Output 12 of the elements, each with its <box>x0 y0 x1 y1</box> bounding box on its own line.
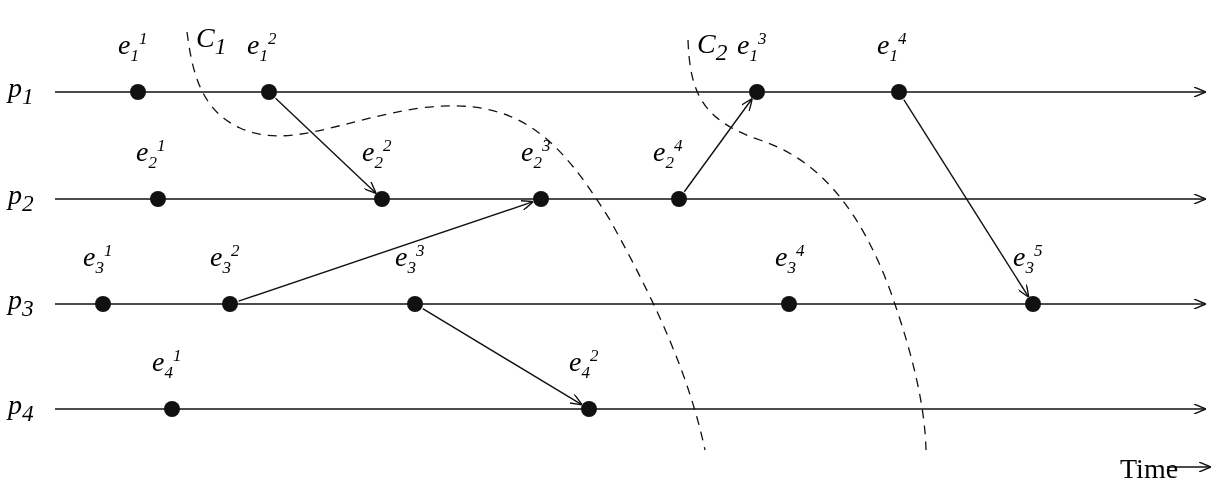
process-label: p$_{4}$ <box>8 391 34 425</box>
cut-label: C$_{2}$ <box>697 30 728 64</box>
message-arrow <box>274 97 377 195</box>
message-arrow <box>237 199 535 302</box>
message-arrow <box>683 97 753 193</box>
message-arrow <box>422 307 583 406</box>
axis-label: Time <box>1120 455 1179 483</box>
cut-label: C$_{1}$ <box>196 24 227 58</box>
process-label: p$_{1}$ <box>8 74 34 108</box>
message-arrow <box>903 98 1030 298</box>
process-label: p$_{3}$ <box>8 286 34 320</box>
process-label: p$_{2}$ <box>8 181 34 215</box>
